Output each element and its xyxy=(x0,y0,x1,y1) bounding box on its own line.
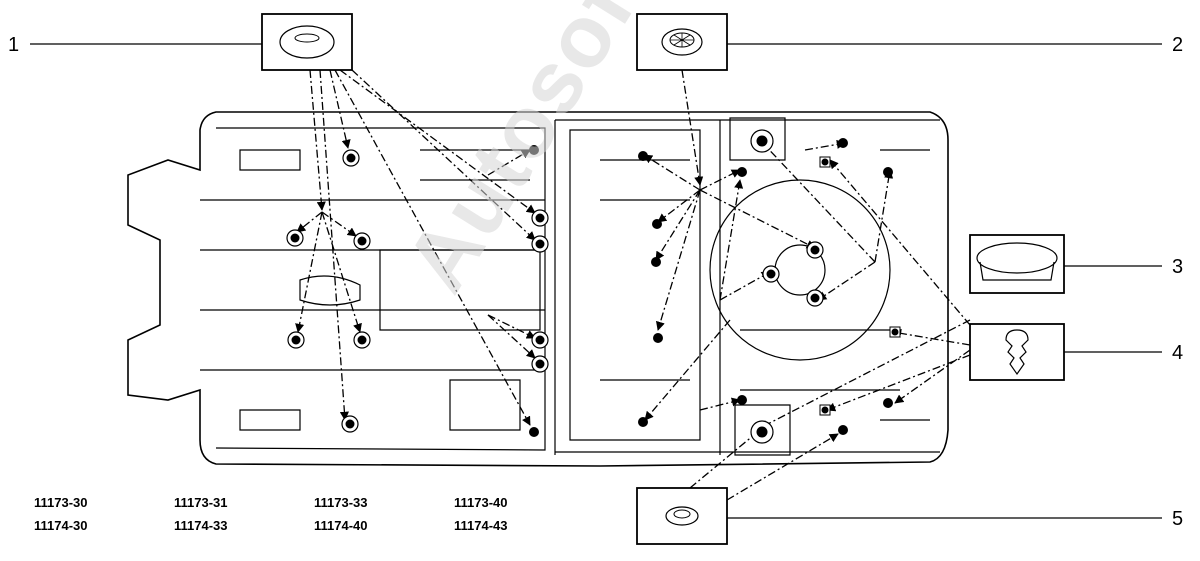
hole-marker xyxy=(353,232,371,250)
part-box-3 xyxy=(969,234,1065,294)
hole-marker xyxy=(652,219,662,229)
fastener-holes xyxy=(286,129,901,444)
part-code: 11173-30 xyxy=(34,495,88,510)
floor-panel-outline xyxy=(127,111,949,467)
callout-number-1: 1 xyxy=(8,34,20,56)
hole-marker xyxy=(529,145,539,155)
hole-marker xyxy=(287,331,305,349)
part-code: 11174-33 xyxy=(174,518,228,533)
callout-number-4: 4 xyxy=(1172,342,1184,364)
hole-marker xyxy=(638,417,648,427)
hole-marker xyxy=(750,420,774,444)
hole-marker xyxy=(750,129,774,153)
callout-leaders xyxy=(30,43,1162,519)
part-box-4 xyxy=(969,323,1065,381)
part-code: 11173-31 xyxy=(174,495,228,510)
hole-marker xyxy=(353,331,371,349)
callout-number-5: 5 xyxy=(1172,508,1184,530)
hole-marker xyxy=(889,326,901,338)
part-box-5 xyxy=(636,487,728,545)
hole-marker xyxy=(531,235,549,253)
hole-marker xyxy=(838,138,848,148)
part-code: 11173-40 xyxy=(454,495,508,510)
hole-marker xyxy=(737,395,747,405)
hole-marker xyxy=(651,257,661,267)
part-box-2 xyxy=(636,13,728,71)
hole-marker xyxy=(883,398,893,408)
hole-marker xyxy=(806,289,824,307)
hole-marker xyxy=(638,151,648,161)
hole-marker xyxy=(806,241,824,259)
callout-number-2: 2 xyxy=(1172,34,1184,56)
part-box-1 xyxy=(261,13,353,71)
part-code: 11174-40 xyxy=(314,518,368,533)
hole-marker xyxy=(531,209,549,227)
hole-marker xyxy=(883,167,893,177)
hole-marker xyxy=(286,229,304,247)
hole-marker xyxy=(819,156,831,168)
callout-number-3: 3 xyxy=(1172,256,1184,278)
hole-marker xyxy=(762,265,780,283)
hole-marker xyxy=(653,333,663,343)
hole-marker xyxy=(819,404,831,416)
hole-marker xyxy=(342,149,360,167)
dash-dot-arrows xyxy=(295,69,971,501)
part-code: 11173-33 xyxy=(314,495,368,510)
hole-marker xyxy=(531,355,549,373)
part-code: 11174-30 xyxy=(34,518,88,533)
hole-marker xyxy=(531,331,549,349)
part-code: 11174-43 xyxy=(454,518,508,533)
hole-marker xyxy=(737,167,747,177)
hole-marker xyxy=(838,425,848,435)
hole-marker xyxy=(529,427,539,437)
hole-marker xyxy=(341,415,359,433)
